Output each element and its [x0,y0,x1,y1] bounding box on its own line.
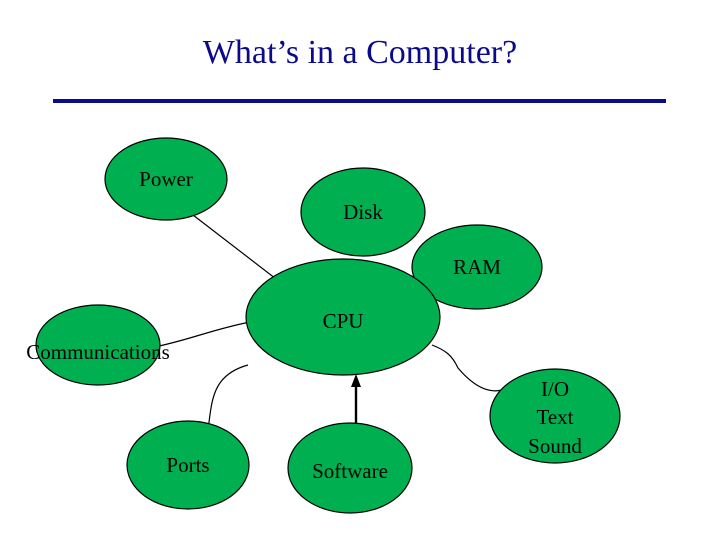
slide-title: What’s in a Computer? [202,34,518,71]
node-io-label-io: I/O [541,377,569,401]
node-software: Software [287,422,413,514]
connector-communications-cpu [149,321,251,349]
node-io: I/O Text Sound [489,368,621,464]
arrowhead-software-cpu [351,374,361,387]
connector-io-cpu [431,344,503,392]
node-power: Power [104,137,228,221]
connector-ports-cpu [207,364,249,431]
node-cpu-label: CPU [323,309,364,333]
node-ports-label: Ports [166,453,209,477]
node-io-label-text: Text [536,405,573,429]
node-communications-label: Communications [26,340,170,364]
node-disk-label: Disk [343,200,383,224]
node-software-label: Software [312,459,388,483]
node-disk: Disk [300,167,426,257]
node-ram-label: RAM [453,255,501,279]
node-io-label-sound: Sound [528,434,582,458]
node-ports: Ports [126,420,250,510]
title-underline [53,99,666,103]
connector-power-cpu [192,214,281,283]
node-cpu: CPU [245,258,441,376]
node-communications: Communications [26,304,170,386]
node-ram: RAM [411,224,543,310]
node-power-label: Power [139,167,193,191]
